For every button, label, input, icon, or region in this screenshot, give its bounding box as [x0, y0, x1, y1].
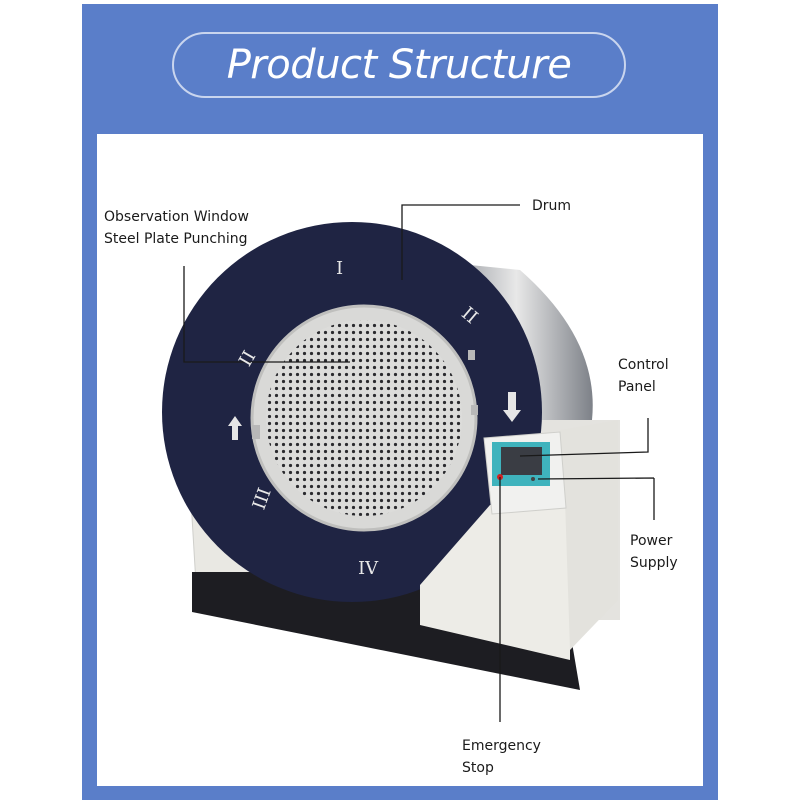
label-emergency-line2: Stop: [462, 760, 494, 776]
hinge-top: [468, 350, 475, 360]
label-drum: Drum: [532, 198, 572, 214]
leader-power: [537, 477, 655, 520]
latch: [252, 425, 260, 439]
label-emergency-line1: Emergency: [462, 738, 541, 754]
label-observation-line1: Observation Window: [104, 209, 249, 225]
power-indicator: [531, 477, 535, 481]
title-pill: Product Structure: [172, 32, 626, 98]
label-power-line2: Supply: [630, 555, 678, 571]
hinge-bottom: [471, 405, 478, 415]
cabinet-side: [560, 420, 618, 650]
arrow-up-icon: [228, 416, 242, 440]
label-power-line1: Power: [630, 533, 673, 549]
label-control-panel: Control Panel: [618, 354, 669, 398]
page-title: Product Structure: [226, 42, 572, 88]
label-observation-line2: Steel Plate Punching: [104, 231, 248, 247]
label-power-supply: Power Supply: [630, 530, 678, 574]
control-screen: [501, 447, 542, 475]
leader-drum: [401, 204, 520, 280]
perforated-plate: [266, 320, 462, 516]
leader-observation: [183, 266, 350, 363]
dial-numeral-top: I: [336, 258, 344, 279]
arrow-down-icon: [503, 392, 521, 422]
leader-control: [519, 418, 649, 457]
label-control-line2: Panel: [618, 379, 656, 395]
label-observation-window: Observation Window Steel Plate Punching: [104, 206, 249, 250]
front-cabinet: [420, 500, 570, 660]
label-emergency-stop: Emergency Stop: [462, 735, 541, 779]
label-control-line1: Control: [618, 357, 669, 373]
dial-numeral-bottom: IV: [358, 558, 379, 579]
